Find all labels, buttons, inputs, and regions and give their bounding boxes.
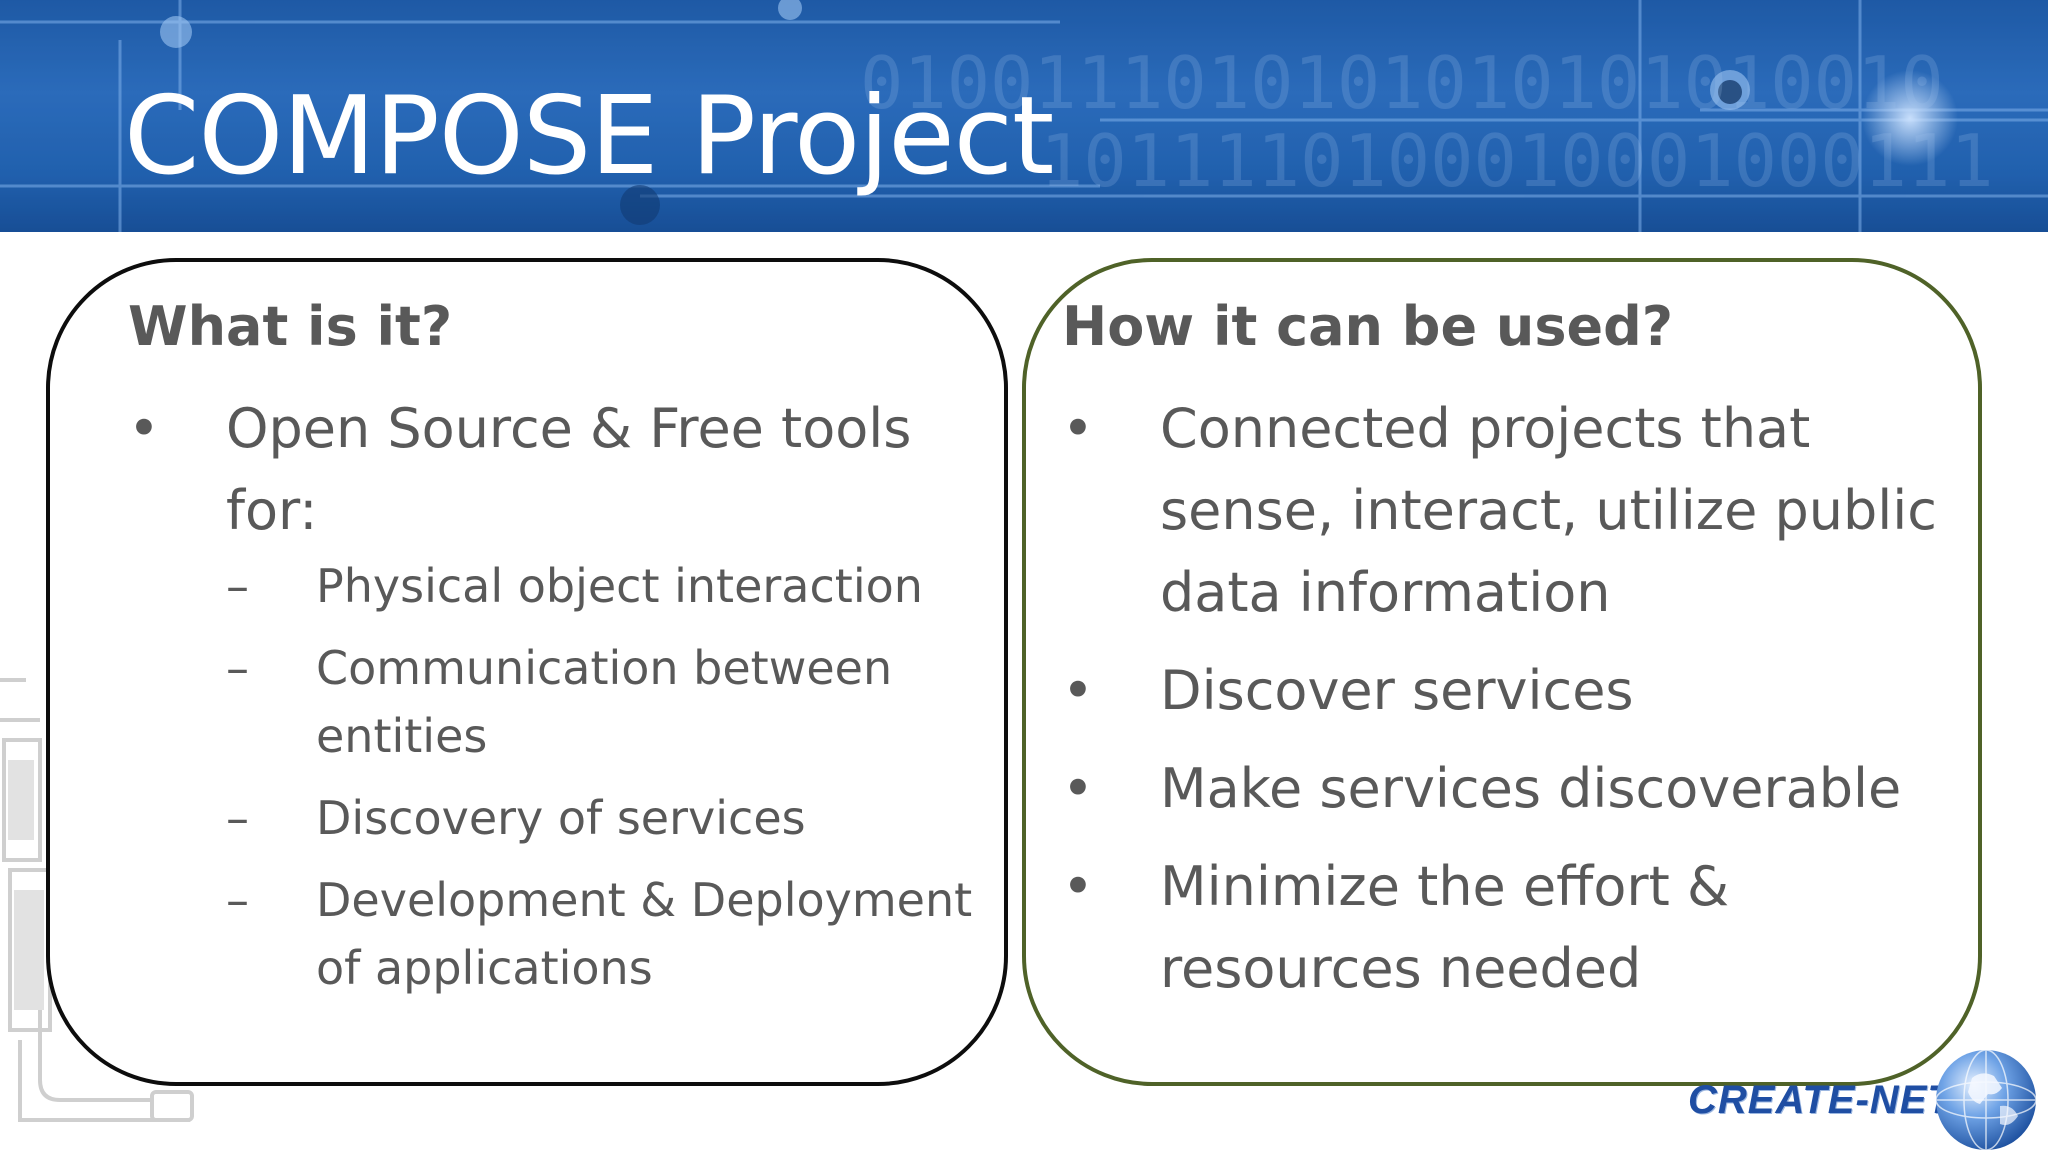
bullet-marker: • bbox=[1062, 855, 1094, 918]
dash-marker: – bbox=[226, 873, 249, 927]
sub-item-text: Development & Deployment of applications bbox=[316, 873, 973, 995]
banner-circuit-graphic: 0100111010101010101010010 10111101000100… bbox=[0, 0, 2048, 232]
dash-marker: – bbox=[226, 559, 249, 613]
sub-item: – Physical object interaction bbox=[226, 552, 988, 620]
circuit-decoration bbox=[0, 678, 194, 1122]
sub-item-text: Physical object interaction bbox=[316, 559, 923, 613]
dash-marker: – bbox=[226, 641, 249, 695]
svg-text:1011110100010001000111: 1011110100010001000111 bbox=[1040, 119, 1994, 203]
bullet-text: Minimize the effort & resources needed bbox=[1160, 855, 1730, 1000]
sub-item: – Communication between entities bbox=[226, 634, 988, 770]
title-banner: 0100111010101010101010010 10111101000100… bbox=[0, 0, 2048, 232]
list-item: • Connected projects that sense, interac… bbox=[1062, 388, 1962, 634]
what-is-it-panel: What is it? • Open Source & Free tools f… bbox=[46, 258, 1008, 1086]
slide-title: COMPOSE Project bbox=[124, 74, 1054, 199]
bullet-text: Discover services bbox=[1160, 659, 1634, 722]
what-is-it-list: • Open Source & Free tools for: – Physic… bbox=[128, 388, 988, 1018]
logo-text: CREATE-NET bbox=[1688, 1078, 1953, 1122]
bullet-text: Open Source & Free tools for: bbox=[226, 397, 912, 542]
sub-item-text: Discovery of services bbox=[316, 791, 806, 845]
list-item: • Minimize the effort & resources needed bbox=[1062, 846, 1962, 1010]
dash-marker: – bbox=[226, 791, 249, 845]
list-item: • Make services discoverable bbox=[1062, 748, 1962, 830]
bullet-text: Connected projects that sense, interact,… bbox=[1160, 397, 1937, 624]
bullet-marker: • bbox=[1062, 397, 1094, 460]
bullet-text: Make services discoverable bbox=[1160, 757, 1902, 820]
how-used-list: • Connected projects that sense, interac… bbox=[1062, 388, 1962, 1026]
sub-item: – Development & Deployment of applicatio… bbox=[226, 866, 988, 1002]
sub-item-text: Communication between entities bbox=[316, 641, 893, 763]
svg-text:0100111010101010101010010: 0100111010101010101010010 bbox=[860, 41, 1944, 125]
globe-icon bbox=[1935, 1049, 2037, 1151]
panel-heading-how-used: How it can be used? bbox=[1062, 295, 1674, 358]
create-net-logo: CREATE-NET bbox=[1684, 1036, 2048, 1152]
how-it-can-be-used-panel: How it can be used? • Connected projects… bbox=[1022, 258, 1982, 1086]
panel-heading-what-is-it: What is it? bbox=[128, 295, 453, 358]
sub-item: – Discovery of services bbox=[226, 784, 988, 852]
list-item: • Open Source & Free tools for: – Physic… bbox=[128, 388, 988, 1002]
bullet-marker: • bbox=[1062, 659, 1094, 722]
bullet-marker: • bbox=[1062, 757, 1094, 820]
bullet-marker: • bbox=[128, 397, 160, 460]
sub-list: – Physical object interaction – Communic… bbox=[226, 552, 988, 1002]
list-item: • Discover services bbox=[1062, 650, 1962, 732]
